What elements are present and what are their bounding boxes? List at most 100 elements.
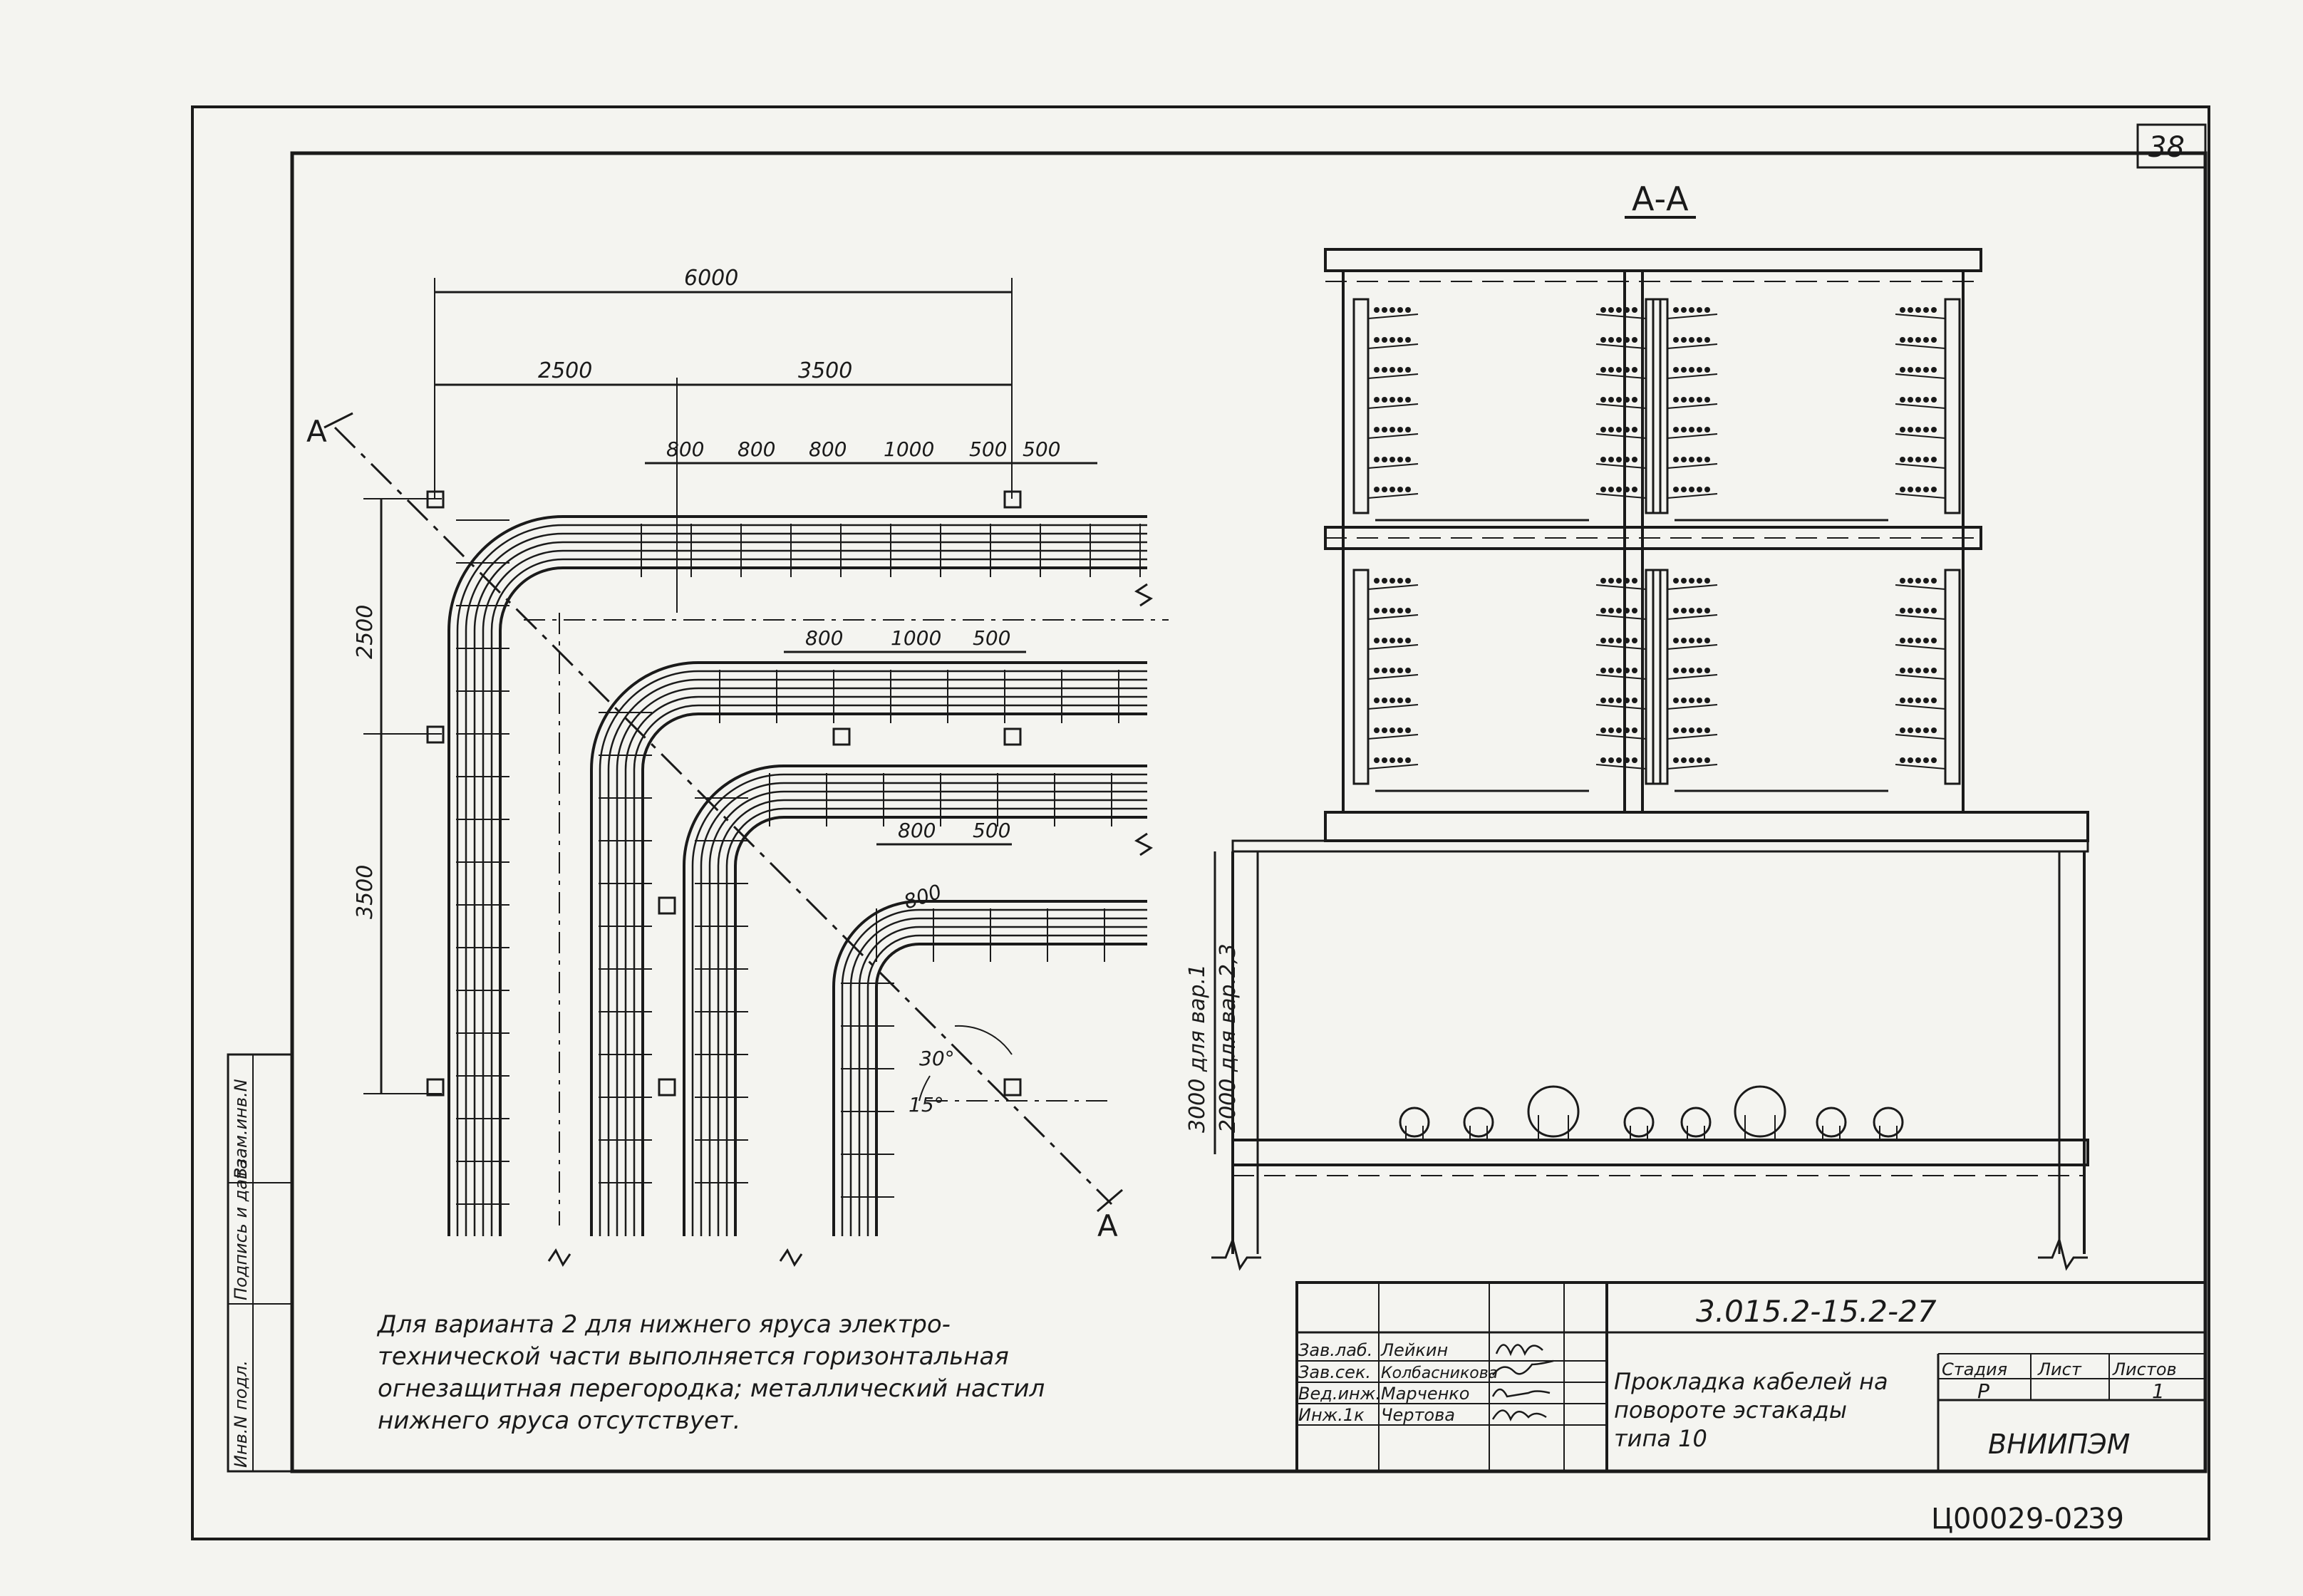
cable-r-0-5-2 [1616,457,1622,462]
cable-r-1-6-2 [1915,487,1921,492]
tray-4-line-1 [841,908,1147,1236]
cable-r-2-2-3 [1624,638,1630,643]
shelf-r-1-4 [1895,433,1946,439]
cable-r-1-2-1 [1908,367,1913,373]
cable-r-0-5-3 [1624,457,1630,462]
cable-l-3-1-2 [1689,608,1694,613]
row3-dim-1: 500 [973,819,1010,842]
cable-l-3-3-4 [1704,668,1710,673]
cable-r-3-3-3 [1923,668,1929,673]
cable-r-1-5-3 [1923,457,1929,462]
cable-l-2-5-2 [1389,727,1395,733]
cable-r-1-3-4 [1931,397,1937,403]
tray-4-line-0 [832,900,1147,1236]
cable-l-2-6-4 [1405,757,1411,763]
cable-r-0-4-2 [1616,427,1622,432]
cable-r-0-3-0 [1600,397,1606,403]
shelf-l-3-4 [1667,704,1718,710]
cable-l-1-0-2 [1689,307,1694,313]
cable-l-1-2-1 [1681,367,1687,373]
rack-post-l-1 [1652,298,1669,514]
cable-r-3-1-0 [1900,608,1905,613]
cable-l-0-4-1 [1382,427,1387,432]
sheets-label: Листов [2112,1359,2177,1379]
cable-l-1-1-2 [1689,337,1694,343]
cable-r-1-4-1 [1908,427,1913,432]
cable-l-2-6-1 [1382,757,1387,763]
cable-l-3-3-2 [1689,668,1694,673]
cable-r-2-0-0 [1600,578,1606,584]
note-line-3: огнезащитная перегородка; металлический … [378,1374,1045,1403]
title-block: 3.015.2-15.2-27 Зав.лаб. Лейкин Зав.сек.… [1295,1281,2207,1473]
shelf-l-0-2 [1367,373,1419,379]
cable-r-2-3-3 [1624,668,1630,673]
cable-r-2-2-4 [1632,638,1637,643]
shelf-l-2-3 [1367,674,1419,680]
cable-r-3-0-2 [1915,578,1921,584]
cable-r-2-0-3 [1624,578,1630,584]
cable-l-1-5-4 [1704,457,1710,462]
cable-l-3-0-0 [1673,578,1679,584]
cable-r-2-4-0 [1600,698,1606,703]
tray-3-line-3 [708,790,1147,1236]
cable-r-0-1-4 [1632,337,1637,343]
dim-3500-left: 3500 [353,865,378,919]
cable-r-3-3-2 [1915,668,1921,673]
cable-r-3-4-4 [1931,698,1937,703]
cable-r-2-5-0 [1600,727,1606,733]
cable-l-1-1-1 [1681,337,1687,343]
tray-2-line-0 [590,661,1147,1236]
cable-r-2-3-0 [1600,668,1606,673]
cable-r-0-1-3 [1624,337,1630,343]
cable-r-0-1-1 [1608,337,1614,343]
cable-l-3-2-4 [1704,638,1710,643]
shelf-r-0-1 [1595,343,1647,349]
cable-l-0-1-0 [1374,337,1380,343]
shelf-l-2-0 [1367,584,1419,590]
cable-l-3-6-3 [1697,757,1702,763]
cable-r-2-4-2 [1616,698,1622,703]
shelf-l-3-0 [1667,584,1718,590]
cable-r-1-1-4 [1931,337,1937,343]
tray-2-line-1 [599,670,1147,1236]
cable-r-0-4-1 [1608,427,1614,432]
cable-r-2-6-2 [1616,757,1622,763]
cable-l-1-3-1 [1681,397,1687,403]
shelf-l-1-0 [1667,314,1718,319]
cable-r-0-4-3 [1624,427,1630,432]
cable-l-2-2-1 [1382,638,1387,643]
tray-3-line-5 [725,807,1147,1236]
cable-r-0-5-4 [1632,457,1637,462]
shelf-l-1-4 [1667,433,1718,439]
cable-r-3-3-4 [1931,668,1937,673]
cable-l-3-3-1 [1681,668,1687,673]
shelf-l-1-3 [1667,403,1718,409]
cable-l-2-3-1 [1382,668,1387,673]
shelf-l-1-6 [1667,493,1718,499]
rack-post-l-3 [1652,569,1669,785]
dim-3500-top: 3500 [798,358,852,383]
cable-l-2-0-3 [1397,578,1403,584]
cable-r-0-1-2 [1616,337,1622,343]
cable-l-0-6-0 [1374,487,1380,492]
cable-r-1-1-0 [1900,337,1905,343]
cable-r-1-0-4 [1931,307,1937,313]
note: Для варианта 2 для нижнего яруса электро… [376,1310,1045,1435]
shelf-r-3-0 [1895,584,1946,590]
outer-frame [191,105,2210,1540]
cable-l-3-2-2 [1689,638,1694,643]
cable-r-0-5-0 [1600,457,1606,462]
cable-r-2-1-0 [1600,608,1606,613]
cable-l-2-3-4 [1405,668,1411,673]
cable-l-0-5-1 [1382,457,1387,462]
cable-l-1-6-3 [1697,487,1702,492]
shelf-r-0-5 [1595,463,1647,469]
stage-label: Стадия [1942,1359,2007,1379]
cable-l-1-4-3 [1697,427,1702,432]
cable-r-3-5-0 [1900,727,1905,733]
cable-r-3-5-1 [1908,727,1913,733]
cable-l-1-3-4 [1704,397,1710,403]
shelf-l-1-1 [1667,343,1718,349]
cable-l-2-6-3 [1397,757,1403,763]
tray-1-line-4 [482,549,1147,1236]
